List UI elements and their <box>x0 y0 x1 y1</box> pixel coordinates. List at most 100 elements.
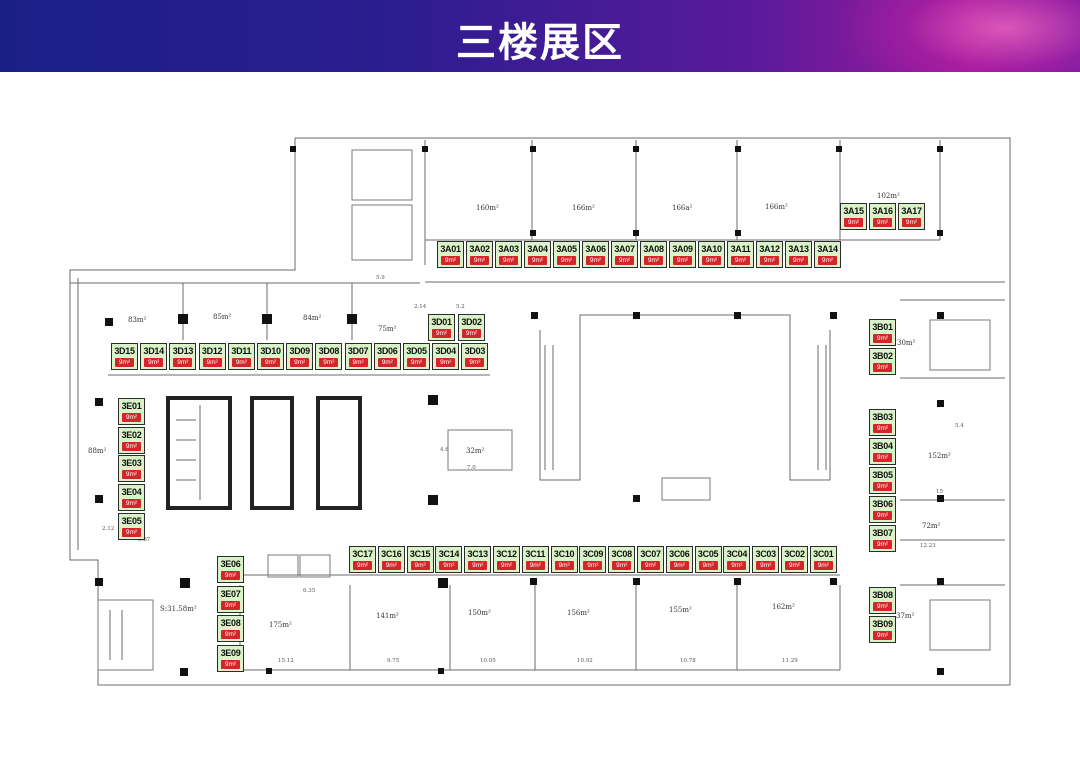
booth-code: 3B09 <box>872 619 893 629</box>
booth-3a16[interactable]: 3A16 9m² <box>869 203 896 230</box>
booth-area-badge: 9m² <box>813 561 833 570</box>
booth-code: 3C16 <box>381 549 402 559</box>
room-area-c5: 155m² <box>669 606 692 614</box>
booth-area-badge: 9m² <box>144 358 164 367</box>
booth-area-badge: 9m² <box>348 358 368 367</box>
room-area-a3: 166a² <box>672 204 693 212</box>
booth-code: 3C17 <box>352 549 373 559</box>
booth-code: 3A08 <box>643 244 664 254</box>
booth-area-badge: 9m² <box>873 362 892 372</box>
booth-area-badge: 9m² <box>789 256 808 265</box>
booth-code: 3D11 <box>231 346 252 356</box>
booth-3b09[interactable]: 3B09 9m² <box>869 616 896 643</box>
booth-area-badge: 9m² <box>641 561 660 570</box>
booth-code: 3C05 <box>697 549 719 559</box>
booth-area-badge: 9m² <box>873 631 892 640</box>
booth-area-badge: 9m² <box>525 561 545 570</box>
booth-code: 3C03 <box>755 549 777 559</box>
booth-code: 3A17 <box>901 206 922 216</box>
booth-area-badge: 9m² <box>873 453 892 462</box>
booth-code: 3A01 <box>440 244 461 254</box>
booth-area-badge: 9m² <box>462 329 481 338</box>
booth-code: 3B08 <box>872 590 893 600</box>
booth-code: 3D04 <box>435 346 457 356</box>
booth-code: 3A16 <box>872 206 893 216</box>
booth-area-badge: 9m² <box>497 561 516 570</box>
booth-code: 3E08 <box>220 618 241 628</box>
booth-code: 3A03 <box>498 244 519 254</box>
booth-area-badge: 9m² <box>432 329 451 338</box>
booth-area-badge: 9m² <box>873 218 892 227</box>
booth-area-badge: 9m² <box>122 470 141 480</box>
room-area-c1: 175m² <box>269 621 292 629</box>
booth-code: 3B05 <box>872 470 893 480</box>
